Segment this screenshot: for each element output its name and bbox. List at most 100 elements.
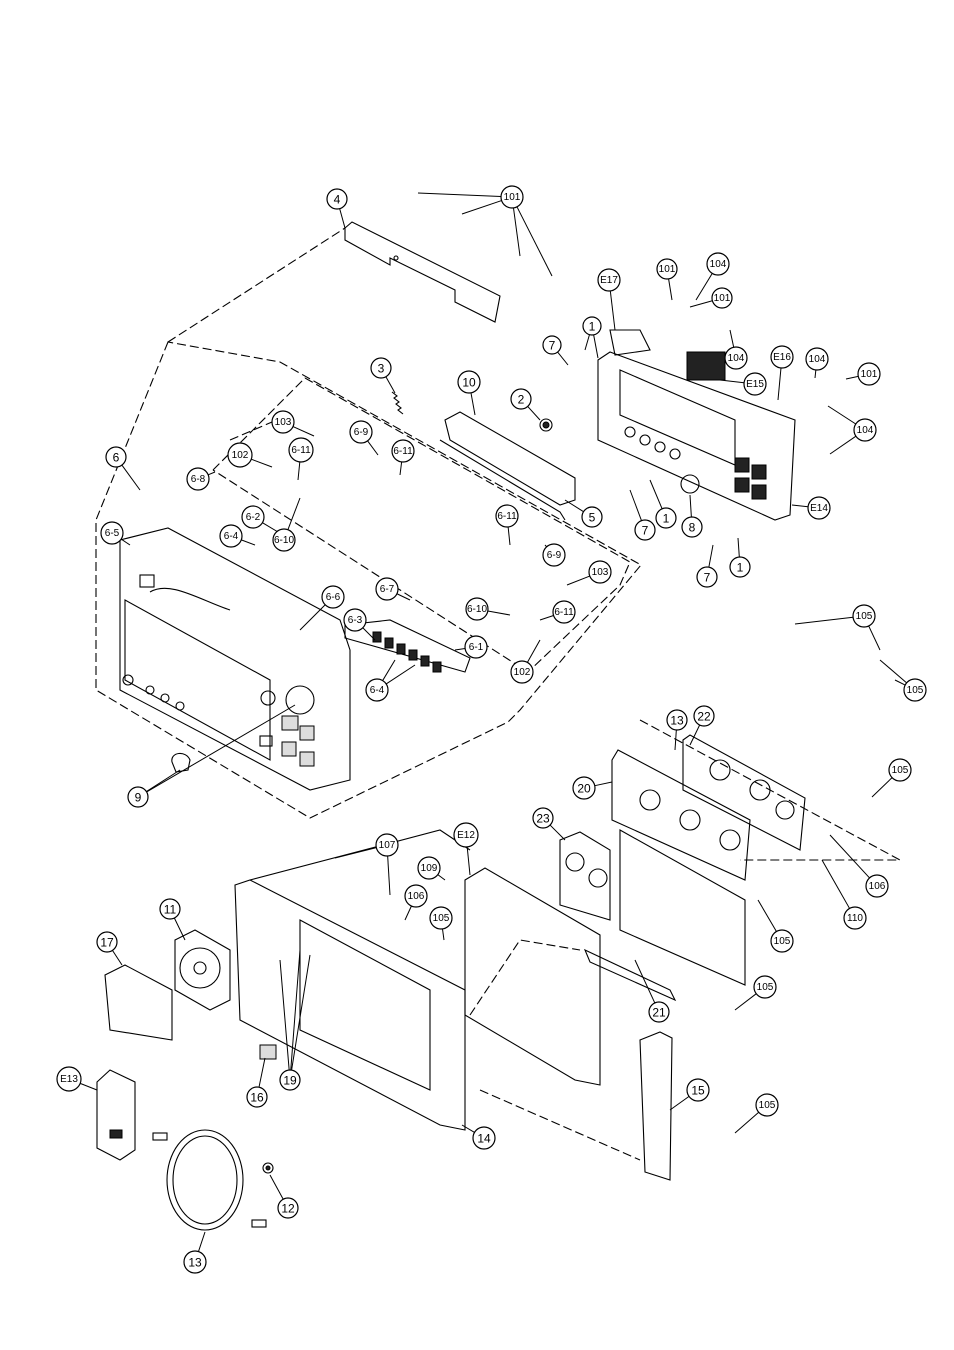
clamp-16 — [260, 1045, 276, 1059]
callout-label: E13 — [60, 1074, 78, 1085]
front-panel-dashed-boundary — [96, 228, 641, 818]
leader-line-c19 — [292, 955, 310, 1070]
callout-c6-11a: 6-11 — [289, 438, 313, 462]
leader-line-c14 — [462, 1125, 475, 1132]
leader-line-c102b — [527, 640, 540, 662]
callout-c20: 20 — [573, 777, 595, 799]
callout-c8: 8 — [682, 517, 702, 537]
leader-line-c101a — [418, 193, 501, 197]
leader-line-c101a — [462, 201, 502, 214]
callout-label: 106 — [869, 881, 886, 892]
leader-line-cE12 — [467, 847, 470, 875]
front-panel-6-5 — [120, 528, 350, 790]
leader-line-c11 — [174, 918, 185, 940]
callout-c6-8: 6-8 — [187, 468, 209, 490]
callout-c101d: 101 — [858, 363, 880, 385]
callout-label: 104 — [710, 259, 727, 270]
leader-line-c110 — [822, 860, 850, 908]
callout-c6: 6 — [106, 447, 126, 467]
callout-label: 6-7 — [380, 584, 395, 595]
callout-c6-11b: 6-11 — [392, 440, 414, 462]
callout-c14: 14 — [473, 1127, 495, 1149]
leader-line-c10 — [471, 393, 475, 415]
board-E13 — [97, 1070, 135, 1160]
leader-line-c104c — [815, 370, 816, 378]
leader-line-c105d — [442, 929, 444, 940]
callout-c104b: 104 — [725, 347, 747, 369]
callout-c103a: 103 — [272, 411, 294, 433]
callout-label: 6-3 — [348, 615, 363, 626]
gasket-23 — [560, 832, 610, 920]
callout-cE13: E13 — [57, 1067, 81, 1091]
leader-line-c13a — [675, 730, 676, 750]
callout-c6-5: 6-5 — [101, 522, 123, 544]
leader-line-c107 — [335, 848, 376, 858]
callout-c6-4b: 6-4 — [366, 679, 388, 701]
callout-label: 6-9 — [354, 427, 369, 438]
callout-c6-7: 6-7 — [376, 578, 398, 600]
callout-c101a: 101 — [501, 186, 523, 208]
leader-line-c19 — [280, 960, 289, 1070]
leader-line-c101a — [513, 208, 520, 256]
leader-line-c103a — [293, 427, 314, 436]
callout-label: 12 — [281, 1202, 295, 1216]
callout-cE12: E12 — [454, 823, 478, 847]
leader-line-c6-5 — [121, 539, 130, 545]
leader-line-c8 — [690, 495, 691, 517]
callout-label: 6-11 — [291, 445, 311, 456]
leader-line-c101b — [669, 279, 672, 300]
callout-label: 6-11 — [393, 446, 413, 457]
leader-line-c6-11d — [540, 615, 554, 620]
callout-label: 20 — [577, 782, 591, 796]
callout-c6-4a: 6-4 — [220, 525, 242, 547]
callout-label: 22 — [697, 710, 711, 724]
callout-c105e: 105 — [771, 930, 793, 952]
leader-line-c106a — [830, 835, 870, 878]
callout-c6-9a: 6-9 — [350, 421, 372, 443]
leader-line-c16 — [259, 1058, 265, 1087]
leader-line-c6-6 — [300, 605, 325, 630]
callout-label: 9 — [135, 791, 142, 805]
leader-line-c22 — [690, 725, 700, 745]
callout-label: 17 — [100, 936, 114, 950]
leader-line-c104b — [730, 330, 734, 347]
callout-label: 11 — [164, 903, 177, 917]
callout-c109: 109 — [418, 857, 440, 879]
leader-line-c102a — [251, 459, 272, 467]
callout-c6-6: 6-6 — [322, 586, 344, 608]
callout-label: 6-2 — [246, 512, 261, 523]
callout-c105b: 105 — [904, 679, 926, 701]
callout-label: 21 — [652, 1006, 666, 1020]
callout-c106a: 106 — [866, 875, 888, 897]
callout-c15: 15 — [687, 1079, 709, 1101]
callout-label: 14 — [477, 1132, 491, 1146]
leader-line-cE14 — [792, 505, 808, 507]
callout-label: 16 — [250, 1091, 264, 1105]
divider-E12 — [465, 868, 600, 1085]
callout-label: 7 — [549, 339, 556, 353]
callout-label: 6-8 — [191, 474, 206, 485]
leader-line-c104a — [696, 273, 712, 300]
rear-panel-20-22 — [612, 735, 805, 880]
leader-line-c1a — [594, 335, 598, 358]
callout-label: E17 — [600, 275, 618, 286]
leader-line-c105a — [795, 617, 853, 624]
callout-label: 7 — [704, 571, 711, 585]
callout-label: 105 — [774, 936, 791, 947]
callout-c102b: 102 — [511, 661, 533, 683]
callout-c104c: 104 — [806, 348, 828, 370]
leader-line-c5 — [565, 500, 584, 512]
right-board-assembly — [598, 330, 795, 520]
leader-line-c105b — [880, 660, 907, 683]
leader-line-c6-4a — [241, 540, 255, 545]
callout-c106b: 106 — [405, 885, 427, 907]
callout-c3: 3 — [371, 358, 391, 378]
leader-line-cE15 — [720, 380, 744, 383]
leader-line-c6-4b — [383, 660, 395, 681]
leader-line-c1c — [738, 538, 739, 557]
leader-line-c107 — [388, 856, 390, 895]
callout-c13b: 13 — [184, 1251, 206, 1273]
callout-c101b: 101 — [657, 259, 677, 279]
callout-label: 5 — [589, 511, 596, 525]
